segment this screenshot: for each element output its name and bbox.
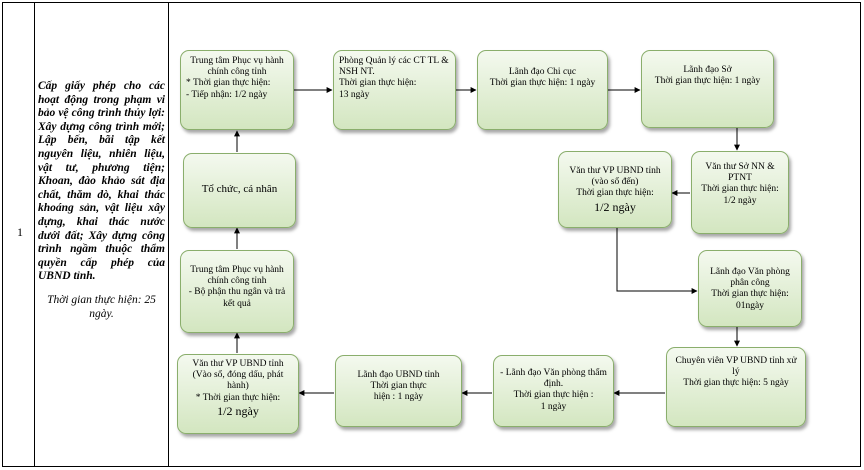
arrow-6-7 (616, 228, 698, 294)
procedure-title: Cấp giấy phép cho các hoạt động trong ph… (38, 80, 165, 283)
flow-box-department-leader: Lãnh đạo Sở Thời gian thực hiện: 1 ngày (641, 50, 774, 128)
procedure-total-time: Thời gian thực hiện: 25 ngày. (47, 293, 156, 320)
flow-box-public-service-center-intake: Trung tâm Phục vụ hành chính công tỉnh *… (180, 50, 294, 130)
flow-box-provincial-office-clerk-incoming: Văn thư VP UBND tỉnh (vào sổ đến) Thời g… (558, 151, 672, 228)
flow-box-department-clerk: Văn thư Sở NN & PTNT Thời gian thực hiện… (691, 151, 789, 234)
column-divider (34, 2, 35, 467)
flow-box-applicant: Tổ chức, cá nhân (183, 153, 296, 228)
flow-box-office-leader-appraisal: - Lãnh đạo Văn phòng thẩm định. Thời gia… (493, 355, 614, 427)
flow-box-provincial-committee-leader: Lãnh đạo UBND tỉnh Thời gian thực hiện :… (335, 355, 462, 427)
flow-box-provincial-specialist: Chuyên viên VP UBND tỉnh xử lý Thời gian… (666, 347, 806, 427)
flow-box-irrigation-management-office: Phòng Quản lý các CT TL & NSH NT. Thời g… (333, 50, 456, 130)
column-divider (168, 2, 169, 467)
flow-box-sub-department-leader: Lãnh đạo Chi cục Thời gian thực hiện: 1 … (477, 50, 608, 130)
row-number: 1 (17, 225, 23, 239)
flow-box-provincial-office-clerk-issue: Văn thư VP UBND tỉnh (Vào sổ, đóng dấu, … (177, 354, 299, 434)
flow-box-office-leader-assign: Lãnh đạo Văn phòng phân công Thời gian t… (698, 250, 802, 327)
procedure-cell: Cấp giấy phép cho các hoạt động trong ph… (38, 80, 165, 321)
flow-box-public-service-center-return: Trung tâm Phục vụ hành chính công tỉnh -… (180, 250, 294, 333)
